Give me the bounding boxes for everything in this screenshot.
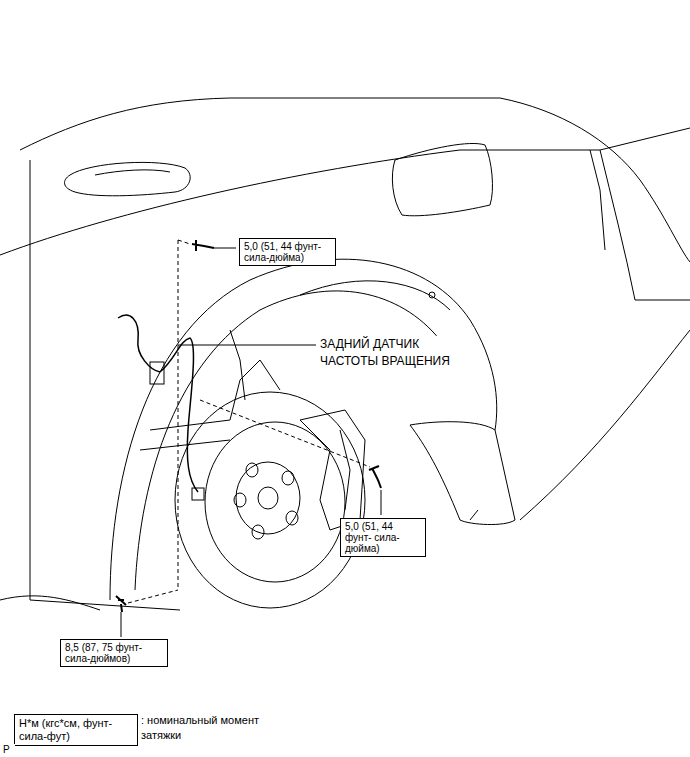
- torque-box: 5,0 (51, 44 фунт- сила-дюйма): [340, 518, 426, 557]
- torque-value: 8,5 (87, 75 фунт- сила-дюймов): [65, 642, 163, 664]
- torque-value: 5,0 (51, 44 фунт- сила-дюйма): [345, 521, 421, 554]
- torque-box: 8,5 (87, 75 фунт- сила-дюймов): [60, 639, 168, 667]
- legend-sample-box: Н*м (кгс*см, фунт- сила-фут): [14, 714, 138, 746]
- page-mark: P: [3, 744, 15, 756]
- part-name: ЗАДНИЙ ДАТЧИК ЧАСТОТЫ ВРАЩЕНИЯ: [320, 336, 475, 370]
- torque-box: 5,0 (51, 44 фунт- сила-дюйма): [239, 238, 336, 266]
- torque-value: Н*м (кгс*см, фунт- сила-фут): [19, 717, 133, 743]
- torque-value: 5,0 (51, 44 фунт- сила-дюйма): [244, 241, 331, 263]
- legend-note: : номинальный момент затяжки: [141, 713, 259, 743]
